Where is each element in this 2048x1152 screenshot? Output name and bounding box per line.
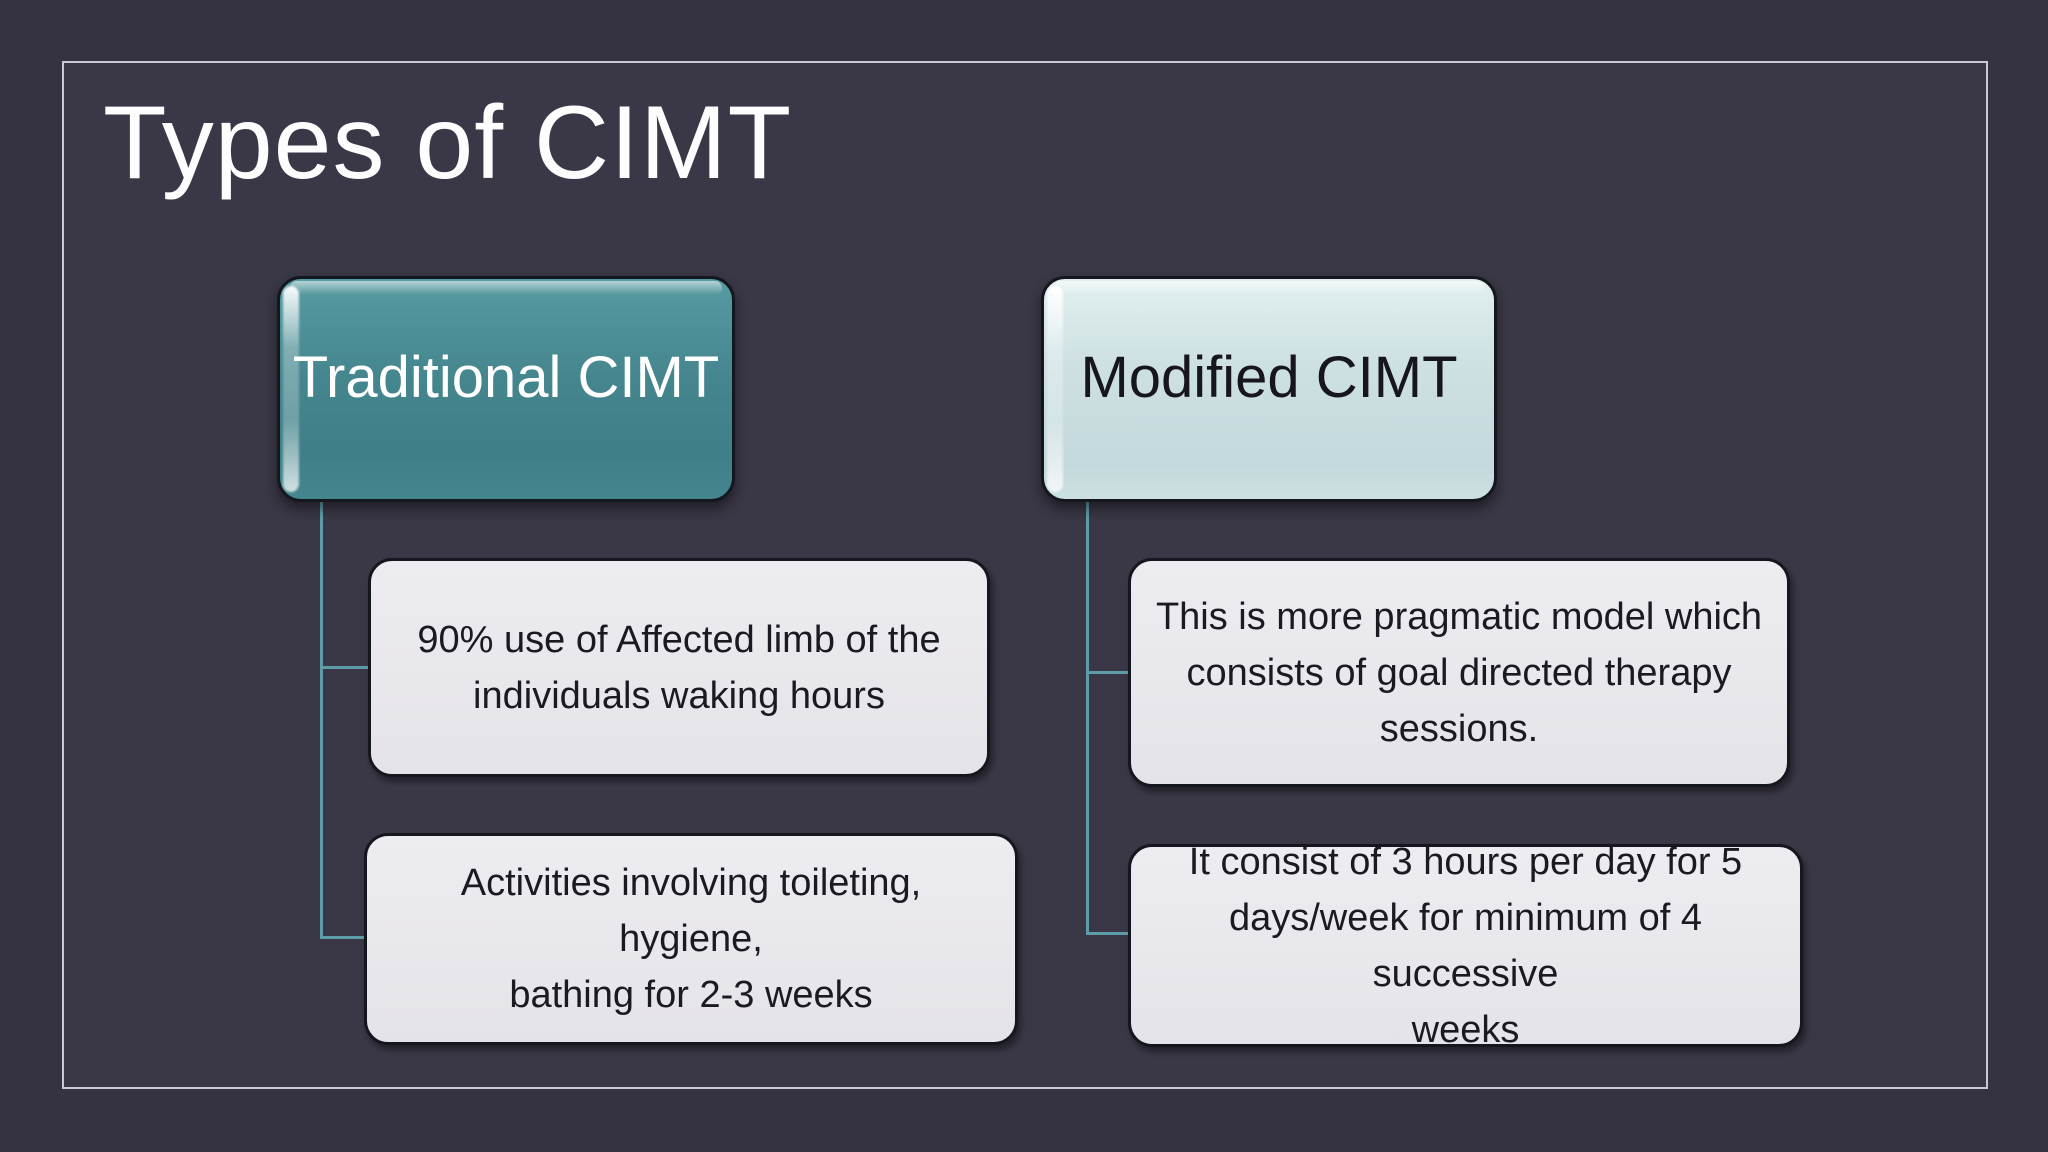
connector-modified-vertical [1086,502,1089,935]
connector-traditional-vertical [320,502,323,939]
modified-cimt-label: Modified CIMT [1080,344,1458,410]
traditional-cimt-shape[interactable]: Traditional CIMT [277,276,735,502]
connector-modified-branch-1 [1086,671,1128,674]
modified-cimt-shape[interactable]: Modified CIMT [1041,276,1497,502]
modified-child-2-shape[interactable]: It consist of 3 hours per day for 5 days… [1128,841,1803,1051]
modified-child-1-shape[interactable]: This is more pragmatic model which consi… [1128,558,1790,787]
traditional-child-1-shape[interactable]: 90% use of Affected limb of the individu… [368,558,990,777]
connector-modified-branch-2 [1086,932,1128,935]
modified-child-1-text: This is more pragmatic model which consi… [1155,595,1763,750]
slide-title: Types of CIMT [103,85,793,201]
traditional-child-2-text: Activities involving toileting, hygiene,… [460,862,922,1016]
traditional-cimt-label: Traditional CIMT [292,344,720,410]
modified-child-2-text: It consist of 3 hours per day for 5 days… [1188,840,1743,1051]
connector-traditional-branch-2 [320,936,364,939]
connector-traditional-branch-1 [320,666,368,669]
traditional-child-2-shape[interactable]: Activities involving toileting, hygiene,… [364,833,1018,1045]
traditional-child-1-text: 90% use of Affected limb of the individu… [417,618,941,717]
